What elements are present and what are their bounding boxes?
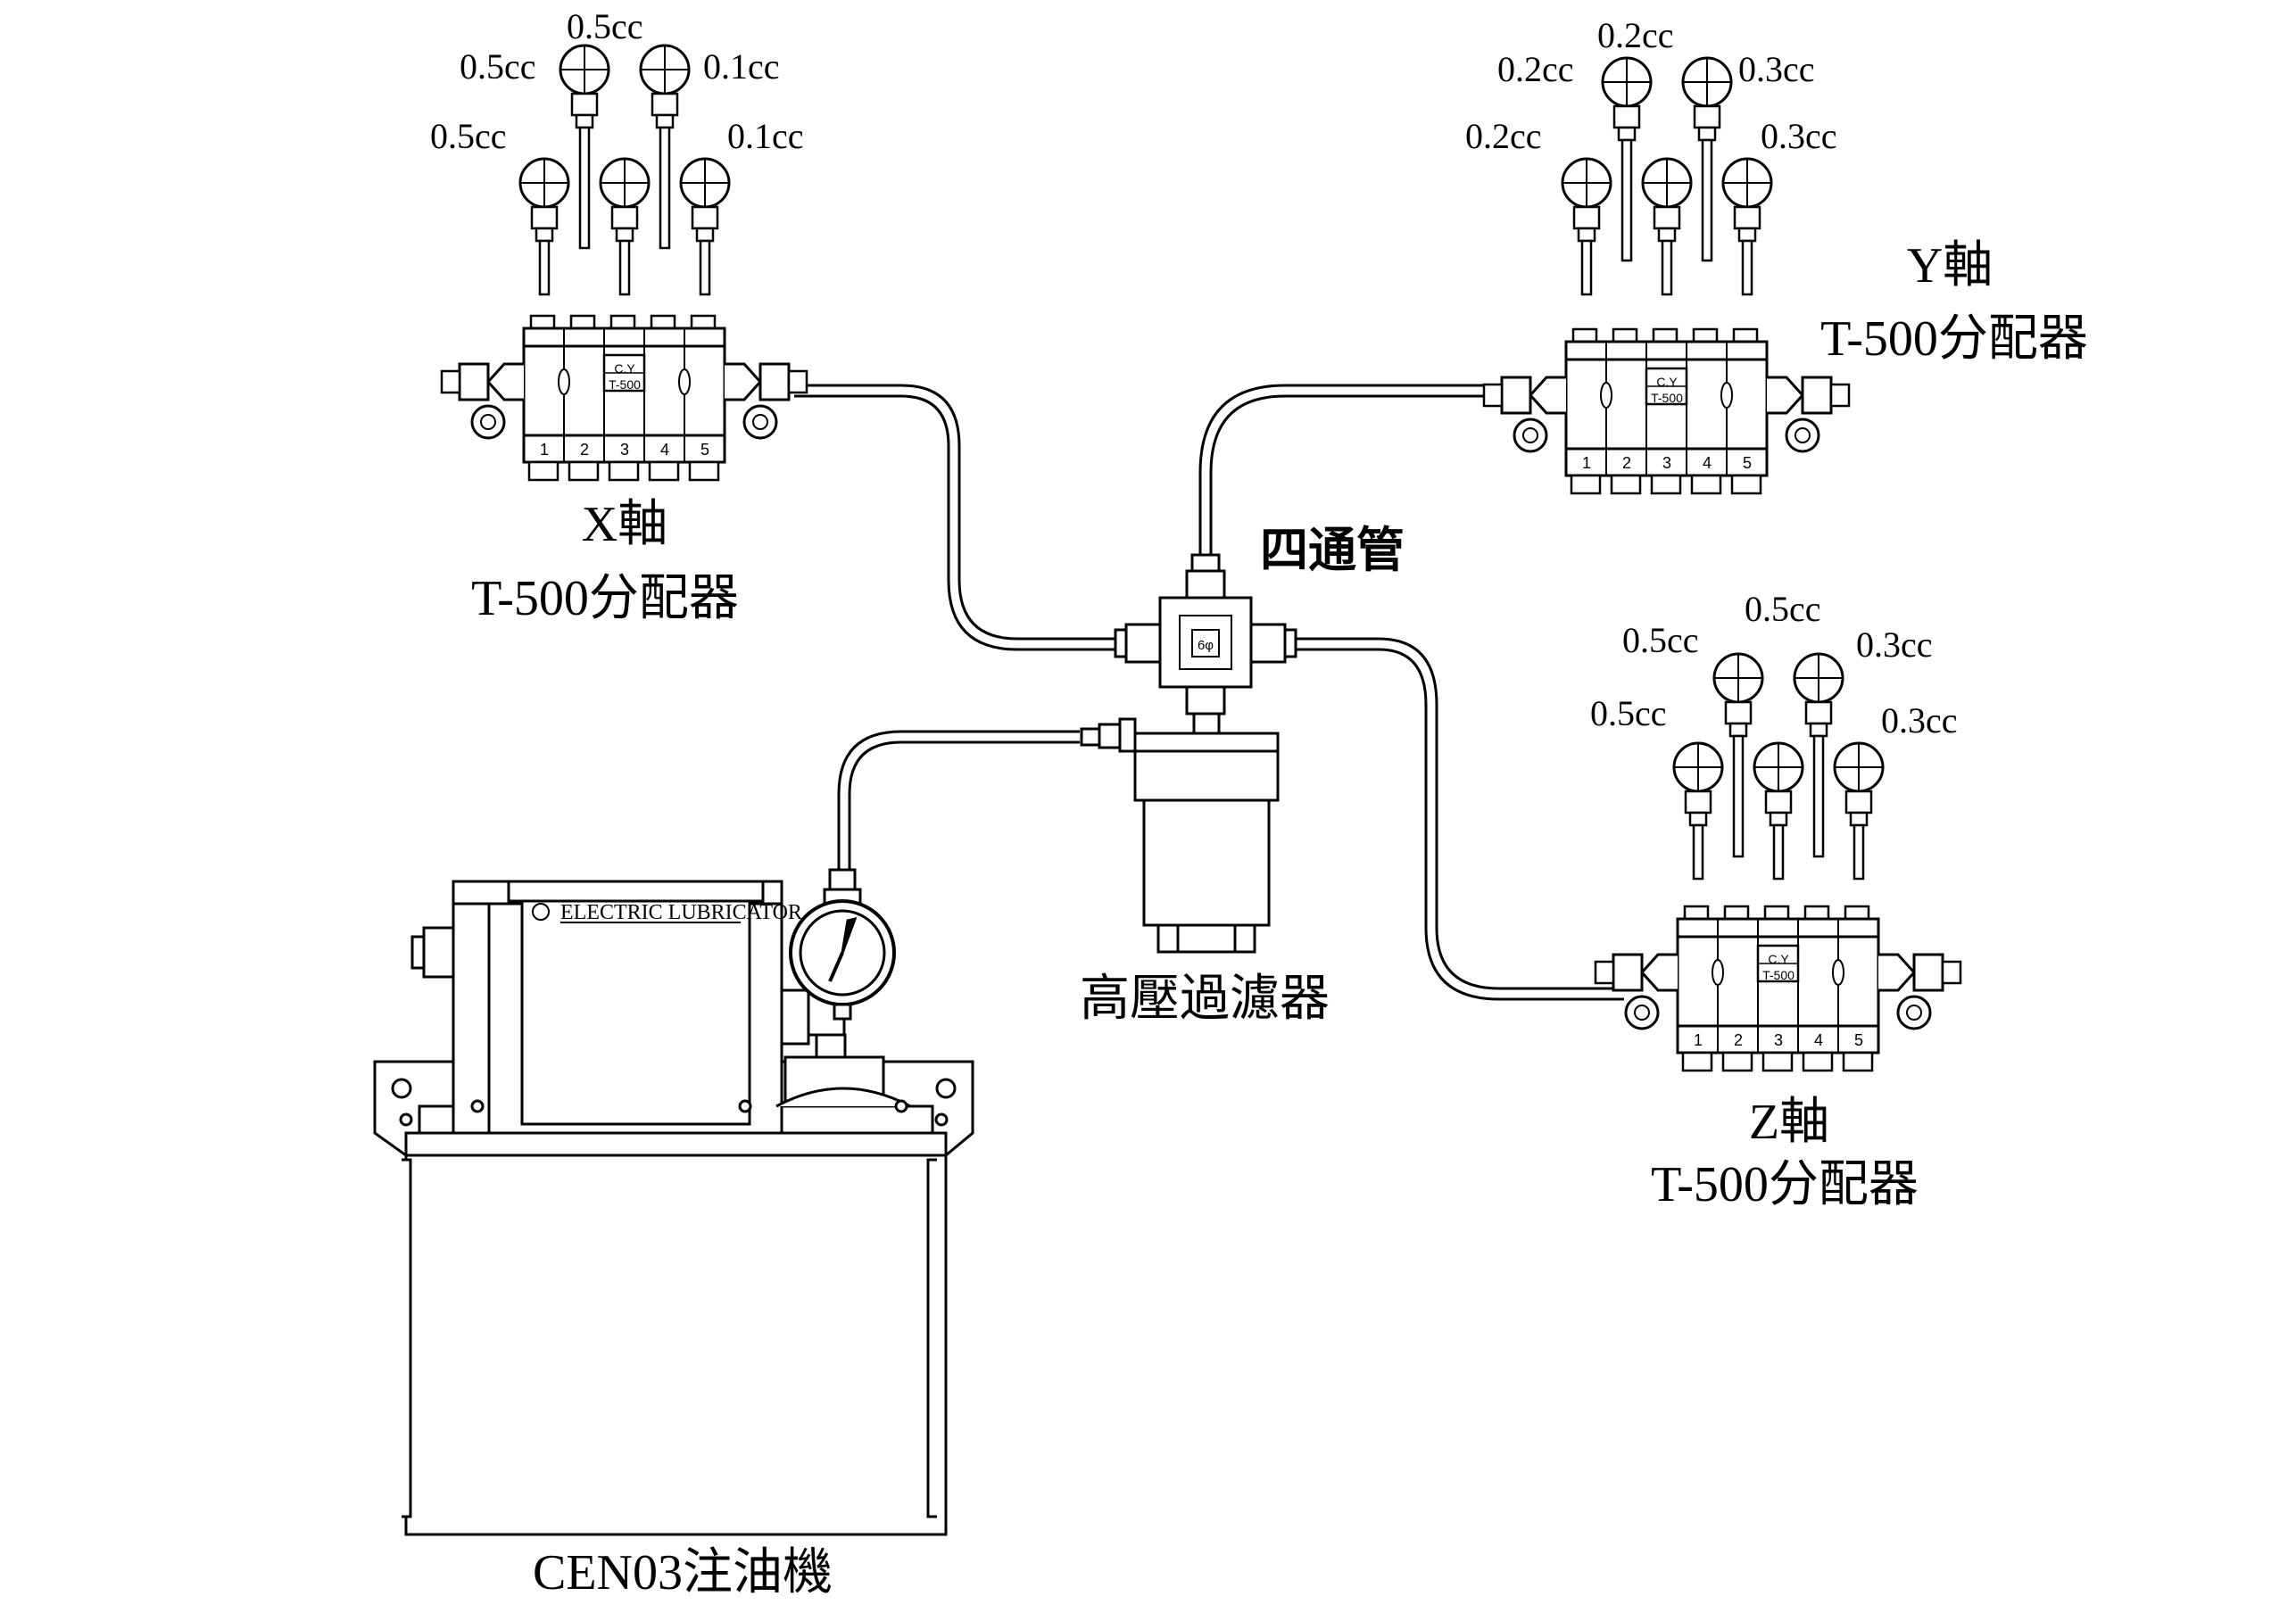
y-output-label: 0.2cc [1465,116,1542,156]
z-output-label: 0.3cc [1856,624,1933,665]
x-plate-brand: C.Y [614,361,635,376]
y-output-label: 0.3cc [1761,116,1837,156]
x-output-label: 0.1cc [703,46,780,87]
z-output-label: 0.5cc [1745,589,1821,629]
z-port-5: 5 [1854,1031,1863,1049]
y-port-1: 1 [1582,454,1591,472]
x-port-1: 1 [540,441,549,459]
x-port-5: 5 [700,441,709,459]
high-pressure-filter [1080,712,1280,954]
z-port-4: 4 [1814,1031,1823,1049]
z-output-label: 0.3cc [1881,700,1958,740]
z-distributor-model: T-500分配器 [1651,1157,1919,1212]
x-port-4: 4 [660,441,669,459]
z-port-3: 3 [1774,1031,1783,1049]
four-way-label: 四通管 [1260,522,1405,578]
lubricator-label: CEN03注油機 [533,1545,833,1600]
z-port-2: 2 [1734,1031,1743,1049]
lubricator-panel-title: ELECTRIC LUBRICATOR [560,901,802,924]
x-distributor-model: T-500分配器 [471,571,739,626]
y-port-4: 4 [1703,454,1712,472]
cen03-lubricator: ELECTRIC LUBRICATOR [373,868,974,1536]
y-plate-brand: C.Y [1656,375,1678,389]
y-port-2: 2 [1622,454,1631,472]
y-output-label: 0.2cc [1497,49,1574,89]
z-port-1: 1 [1694,1031,1703,1049]
z-axis-label: Z軸 [1748,1095,1830,1150]
x-output-label: 0.1cc [727,116,804,156]
y-port-5: 5 [1743,454,1752,472]
y-output-label: 0.2cc [1597,15,1674,55]
z-output-label: 0.5cc [1622,620,1699,660]
x-output-label: 0.5cc [567,6,643,46]
z-axis-distributor: C.Y T-500 1 2 3 4 5 [1594,652,1962,1072]
y-plate-model: T-500 [1651,391,1683,405]
z-output-label: 0.5cc [1590,693,1667,733]
piping [794,384,1624,1001]
y-distributor-model: T-500分配器 [1820,311,2088,367]
y-axis-distributor: C.Y T-500 1 2 3 4 5 [1482,56,1851,495]
four-way-mark: 6φ [1198,638,1214,653]
x-port-3: 3 [620,441,629,459]
y-output-label: 0.3cc [1738,49,1815,89]
x-plate-model: T-500 [609,377,641,392]
x-axis-label: X軸 [581,497,668,552]
y-axis-label: Y軸 [1906,238,1993,294]
x-output-label: 0.5cc [460,46,536,87]
filter-label: 高壓過濾器 [1080,972,1330,1027]
z-plate-model: T-500 [1762,968,1795,982]
z-plate-brand: C.Y [1768,952,1789,966]
x-port-2: 2 [580,441,589,459]
four-way-junction: 6φ [1114,553,1297,715]
x-output-label: 0.5cc [430,116,507,156]
y-port-3: 3 [1662,454,1671,472]
x-axis-distributor: C.Y T-500 1 2 3 4 5 [440,44,808,482]
